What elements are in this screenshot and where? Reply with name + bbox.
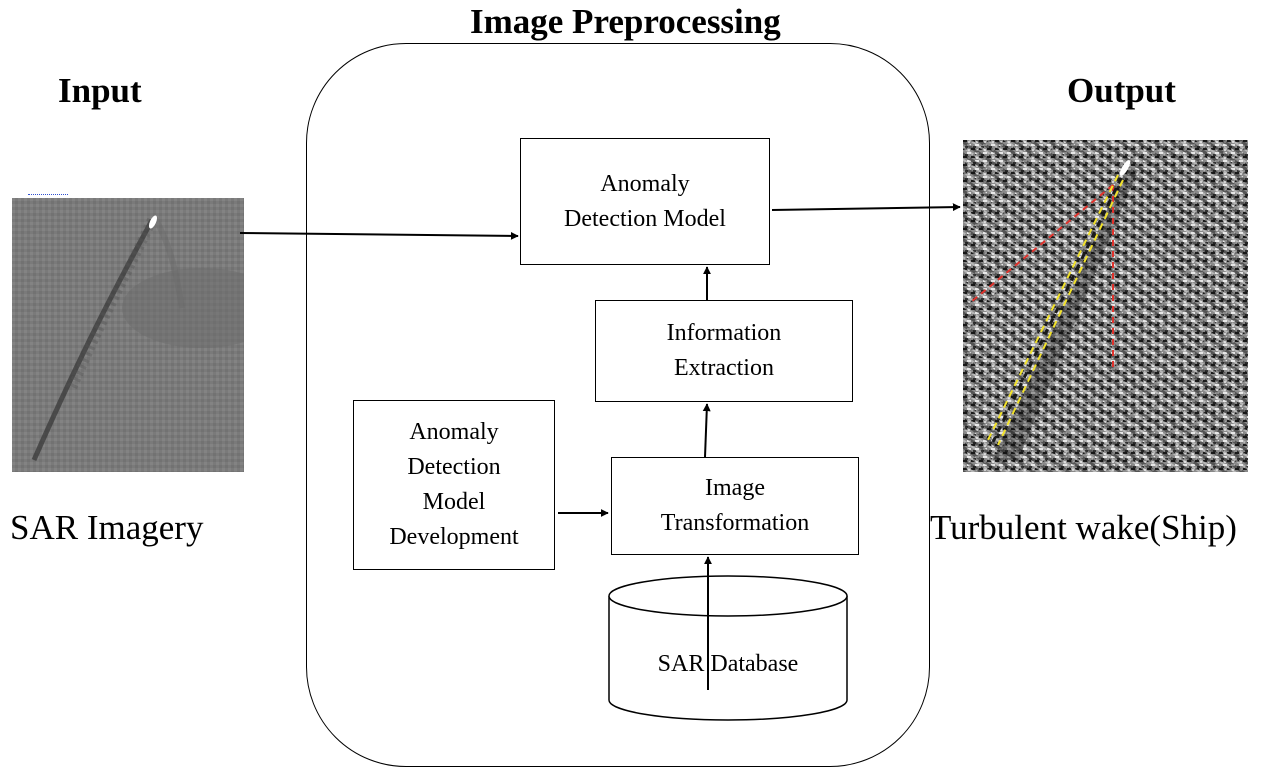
input-heading: Input bbox=[58, 71, 142, 110]
sar-database-label: SAR Database bbox=[657, 651, 799, 677]
output-heading: Output bbox=[1067, 71, 1176, 110]
input-caption: SAR Imagery bbox=[10, 508, 204, 547]
model-development-box: Anomaly Detection Model Development bbox=[353, 400, 555, 570]
preprocessing-container bbox=[306, 43, 930, 767]
anomaly-detection-model-box: Anomaly Detection Model bbox=[520, 138, 770, 265]
diagram-title: Image Preprocessing bbox=[470, 2, 781, 41]
image-transformation-label: Image Transformation bbox=[660, 475, 810, 536]
input-image-tag bbox=[28, 194, 68, 199]
sar-input-image bbox=[12, 198, 244, 472]
image-transformation-box: Image Transformation bbox=[611, 457, 859, 555]
output-caption: Turbulent wake(Ship) bbox=[930, 508, 1237, 547]
information-extraction-box: Information Extraction bbox=[595, 300, 853, 402]
model-development-label: Anomaly Detection Model Development bbox=[389, 419, 519, 550]
information-extraction-label: Information Extraction bbox=[666, 320, 782, 381]
anomaly-detection-model-label: Anomaly Detection Model bbox=[564, 170, 726, 232]
wake-output-image bbox=[963, 140, 1248, 472]
